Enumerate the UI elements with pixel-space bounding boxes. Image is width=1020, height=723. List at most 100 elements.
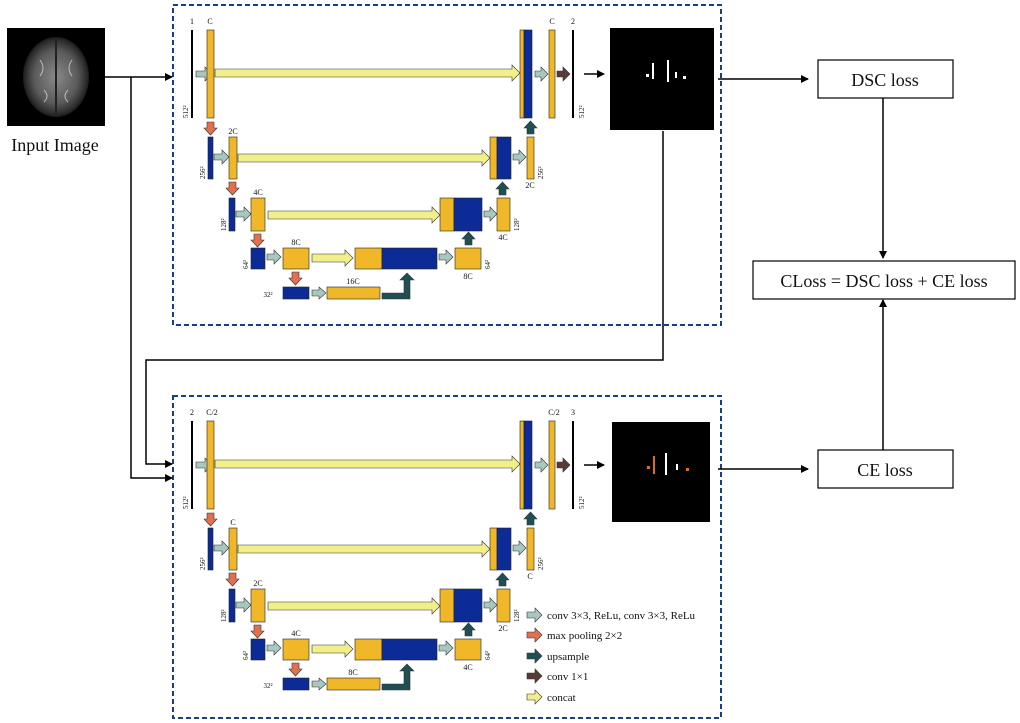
concat-arrow-icon — [237, 540, 491, 558]
network1-container — [172, 4, 722, 326]
upsample-arrow-icon — [461, 622, 476, 637]
conv-arrow-icon — [483, 597, 498, 613]
concat-arrow-icon — [526, 689, 543, 705]
flow-connectors — [105, 73, 887, 482]
channel-label: 1 — [190, 17, 194, 26]
input-image-caption: Input Image — [11, 135, 98, 155]
maxpool-arrow-icon — [526, 627, 543, 643]
dsc-loss-box — [817, 59, 954, 99]
feature-map — [519, 29, 525, 119]
feature-map — [354, 247, 383, 270]
channel-label: 3 — [571, 408, 575, 417]
network1-unet: 1 C 2C 4C 8C 16C 8C 4C 2C C 2 512² 512² … — [182, 17, 605, 300]
feature-map — [206, 420, 215, 510]
feature-map — [206, 29, 215, 119]
legend: conv 3×3, ReLu, conv 3×3, ReLu max pooli… — [526, 607, 696, 705]
size-label: 512² — [578, 105, 586, 118]
channel-label: 2C — [498, 624, 507, 633]
size-label: 32² — [263, 682, 272, 690]
channel-label: 4C — [498, 233, 507, 242]
size-label: 512² — [182, 496, 190, 509]
maxpool-arrow-icon — [250, 233, 265, 248]
size-label: 256² — [199, 166, 207, 179]
maxpool-arrow-icon — [250, 624, 265, 639]
upsample-arrow-icon — [495, 572, 510, 587]
feature-map — [250, 247, 266, 270]
input-channel-bar — [191, 30, 193, 118]
conv-arrow-icon — [512, 149, 527, 165]
concat-arrow-icon — [237, 149, 491, 167]
channel-label: 2C — [253, 579, 262, 588]
feature-map — [454, 247, 482, 270]
feature-map — [496, 527, 512, 571]
feature-map — [282, 286, 310, 300]
feature-map — [496, 588, 511, 623]
maxpool-arrow-icon — [288, 662, 303, 677]
feature-map — [439, 588, 455, 623]
size-label: 128² — [513, 218, 521, 231]
maxpool-arrow-icon — [203, 121, 218, 136]
network1-output-image — [610, 28, 714, 130]
conv-arrow-icon — [483, 206, 498, 222]
maxpool-arrow-icon — [225, 572, 240, 587]
feature-map — [282, 247, 310, 270]
feature-map — [228, 527, 238, 571]
feature-map — [250, 588, 266, 623]
upsample-arrow-icon — [523, 511, 538, 526]
feature-map — [228, 588, 236, 623]
upsample-arrow-icon — [381, 663, 415, 691]
feature-map — [207, 136, 214, 180]
feature-map — [489, 527, 498, 571]
conv-arrow-icon — [438, 249, 454, 265]
feature-map — [526, 527, 535, 571]
size-label: 512² — [182, 105, 190, 118]
feature-map — [381, 638, 438, 661]
channel-label: 2C — [525, 181, 534, 190]
feature-map — [228, 136, 238, 180]
total-loss-box — [752, 260, 1016, 300]
upsample-arrow-icon — [526, 648, 543, 664]
maxpool-arrow-icon — [225, 181, 240, 196]
conv-arrow-icon — [512, 540, 527, 556]
feature-map — [250, 197, 266, 232]
network2-unet: 2 C/2 C 2C 4C 8C 4C 2C C C/2 3 512² 512²… — [182, 408, 605, 691]
conv1x1-arrow-icon — [526, 668, 543, 684]
network2-output-image — [612, 422, 710, 522]
channel-label: 2C — [228, 127, 237, 136]
conv1x1-arrow-icon — [556, 457, 571, 473]
conv-arrow-icon — [526, 607, 543, 623]
output-channel-bar — [572, 30, 574, 118]
feature-map — [250, 638, 266, 661]
concat-arrow-icon — [267, 206, 441, 224]
size-label: 256² — [199, 557, 207, 570]
concat-arrow-icon — [311, 249, 354, 267]
feature-map — [489, 136, 498, 180]
network2-container — [172, 395, 722, 719]
feature-map — [519, 420, 525, 510]
feature-map — [326, 677, 381, 691]
feature-map — [548, 420, 556, 510]
legend-label: conv 3×3, ReLu, conv 3×3, ReLu — [547, 610, 696, 622]
conv-arrow-icon — [438, 640, 454, 656]
conv-arrow-icon — [266, 249, 282, 265]
input-image — [7, 28, 105, 126]
feature-map — [207, 527, 214, 571]
size-label: 256² — [537, 166, 545, 179]
size-label: 32² — [263, 291, 272, 299]
feature-map — [548, 29, 556, 119]
concat-arrow-icon — [214, 64, 521, 82]
channel-label: C/2 — [548, 408, 560, 417]
concat-arrow-icon — [267, 597, 441, 615]
channel-label: C — [207, 17, 212, 26]
size-label: 64² — [484, 260, 492, 269]
maxpool-arrow-icon — [203, 512, 218, 527]
conv1x1-arrow-icon — [556, 66, 571, 82]
conv-arrow-icon — [534, 457, 549, 473]
ce-loss-label: CE loss — [857, 460, 913, 480]
size-label: 64² — [242, 651, 250, 660]
channel-label: 2 — [571, 17, 575, 26]
feature-map — [496, 197, 511, 232]
feature-map — [453, 588, 483, 623]
channel-label: 4C — [463, 663, 472, 672]
feature-map — [381, 247, 438, 270]
